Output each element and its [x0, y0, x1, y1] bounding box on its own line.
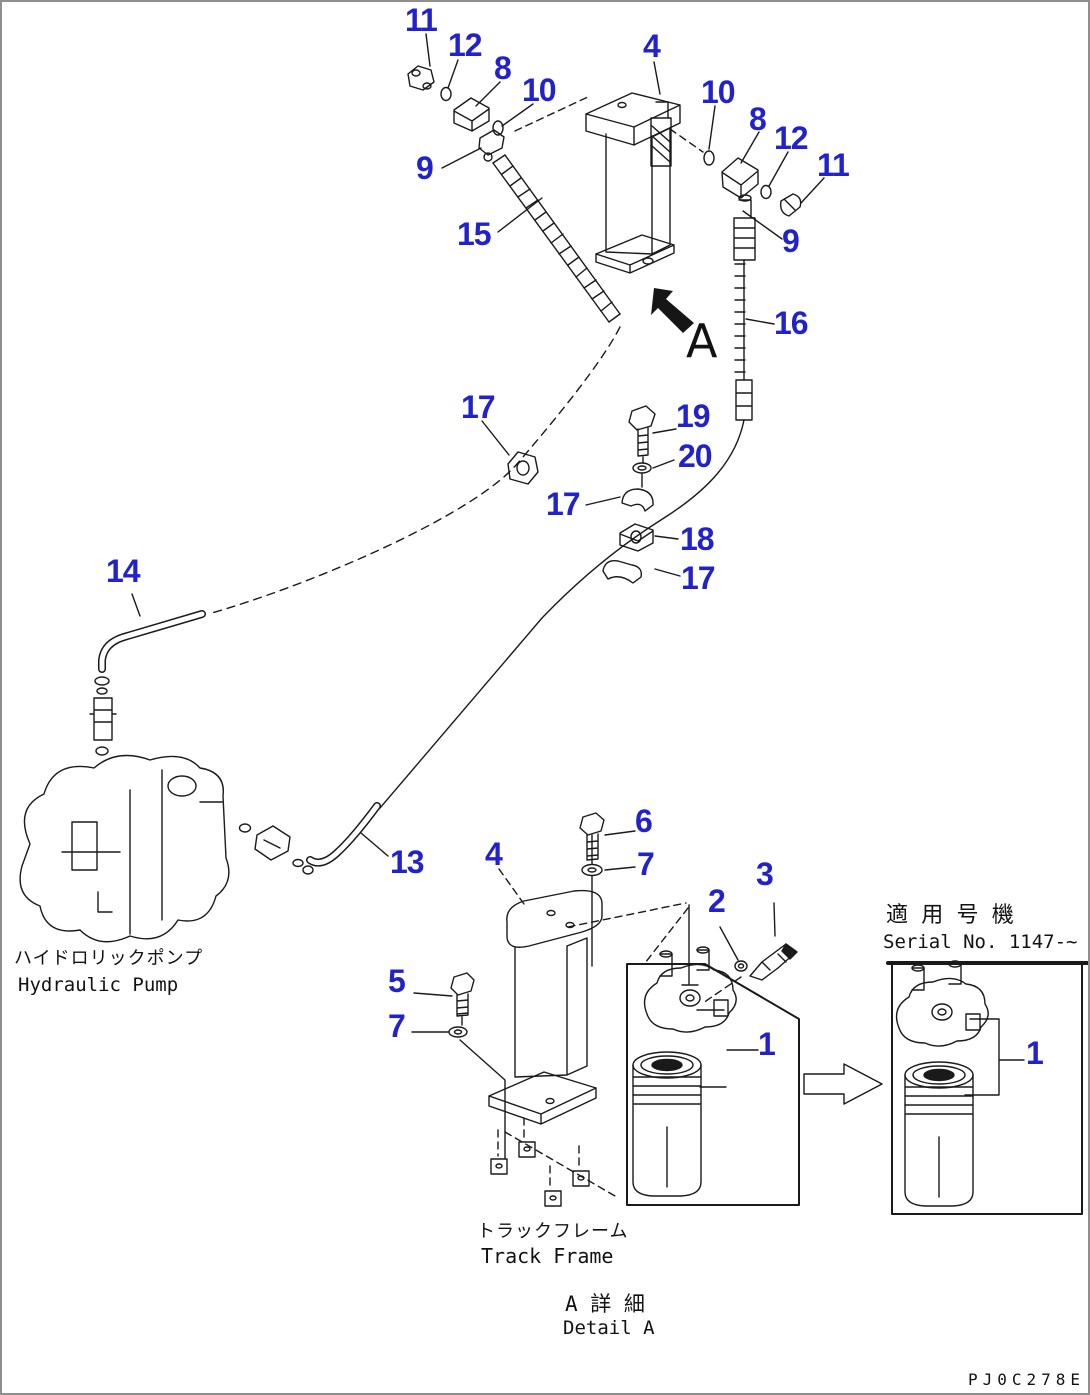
- callout-part-4-4: 4: [643, 28, 661, 64]
- callout-part-15-11: 15: [457, 216, 492, 252]
- callout-part-10-5: 10: [701, 74, 736, 110]
- callout-part-17-18: 17: [681, 560, 716, 596]
- callout-part-8-6: 8: [749, 101, 767, 137]
- drawing-code: PJ0C278E: [968, 1370, 1086, 1389]
- leader-lines: [131, 33, 1025, 1096]
- hydraulic-pump-drawing: [19, 754, 230, 943]
- detail-a-label-jp: A 詳 細: [565, 1292, 645, 1316]
- callout-part-12-7: 12: [774, 120, 809, 156]
- left-adapter-fittings: [407, 65, 505, 162]
- hydraulic-pump-label-en: Hydraulic Pump: [18, 974, 179, 996]
- callout-part-17-16: 17: [546, 486, 581, 522]
- hydraulic-pump-label-jp: ハイドロリックポンプ: [14, 948, 204, 969]
- callout-part-10-3: 10: [522, 72, 557, 108]
- callout-part-9-9: 9: [416, 150, 434, 186]
- mounting-bolts: [448, 812, 605, 1038]
- right-adapter-fittings: [703, 150, 802, 261]
- serial-label-en: Serial No. 1147-~: [883, 931, 1078, 953]
- callout-part-1-28: 1: [758, 1026, 776, 1062]
- tube-14: [89, 610, 206, 756]
- pump-outlet-fittings: [238, 823, 314, 875]
- spiral-hose-15: [492, 154, 621, 323]
- callout-part-1-29: 1: [1026, 1035, 1044, 1071]
- callout-part-7-27: 7: [388, 1008, 406, 1044]
- upper-filter-mount-column: [585, 92, 681, 274]
- serial-detail-box: [886, 961, 1088, 1215]
- callout-part-11-0: 11: [405, 2, 438, 38]
- callout-part-2-24: 2: [708, 883, 726, 919]
- callout-part-17-13: 17: [461, 389, 496, 425]
- washer-2-and-valve-3: [734, 943, 798, 981]
- callout-part-14-19: 14: [106, 553, 141, 589]
- callout-part-13-20: 13: [390, 844, 425, 880]
- callout-part-4-21: 4: [485, 836, 503, 872]
- callout-part-3-25: 3: [756, 856, 774, 892]
- callout-part-6-22: 6: [635, 803, 653, 839]
- view-arrow-letter: A: [686, 314, 718, 368]
- callout-part-19-14: 19: [676, 398, 711, 434]
- tube-13: [306, 802, 381, 867]
- callout-part-7-23: 7: [637, 846, 655, 882]
- track-frame-label-en: Track Frame: [481, 1244, 614, 1268]
- filter-head: [643, 946, 737, 1033]
- wrapped-hose-16: [379, 259, 753, 809]
- callout-part-20-15: 20: [678, 438, 713, 474]
- assembly-axis-lines: [459, 456, 699, 1159]
- callout-part-16-12: 16: [774, 305, 809, 341]
- callout-part-12-1: 12: [448, 27, 483, 63]
- track-frame-label-jp: トラックフレーム: [477, 1221, 629, 1242]
- filter-cartridge: [632, 1051, 702, 1197]
- view-direction-arrow-icon: [651, 288, 694, 333]
- callout-part-8-2: 8: [494, 50, 512, 86]
- callout-part-5-26: 5: [388, 963, 406, 999]
- serial-label-jp: 適 用 号 機: [886, 903, 1014, 928]
- detail-a-box: [626, 963, 800, 1206]
- right-arrow-outline: [803, 1063, 883, 1105]
- clamps-and-hardware: [507, 405, 656, 584]
- detail-a-label-en: Detail A: [563, 1317, 655, 1339]
- callout-part-18-17: 18: [680, 521, 715, 557]
- callout-part-11-8: 11: [817, 147, 850, 183]
- hidden-dashed-lines: [207, 95, 742, 1197]
- lower-filter-mount-column: [488, 889, 603, 1207]
- callout-part-9-10: 9: [782, 223, 800, 259]
